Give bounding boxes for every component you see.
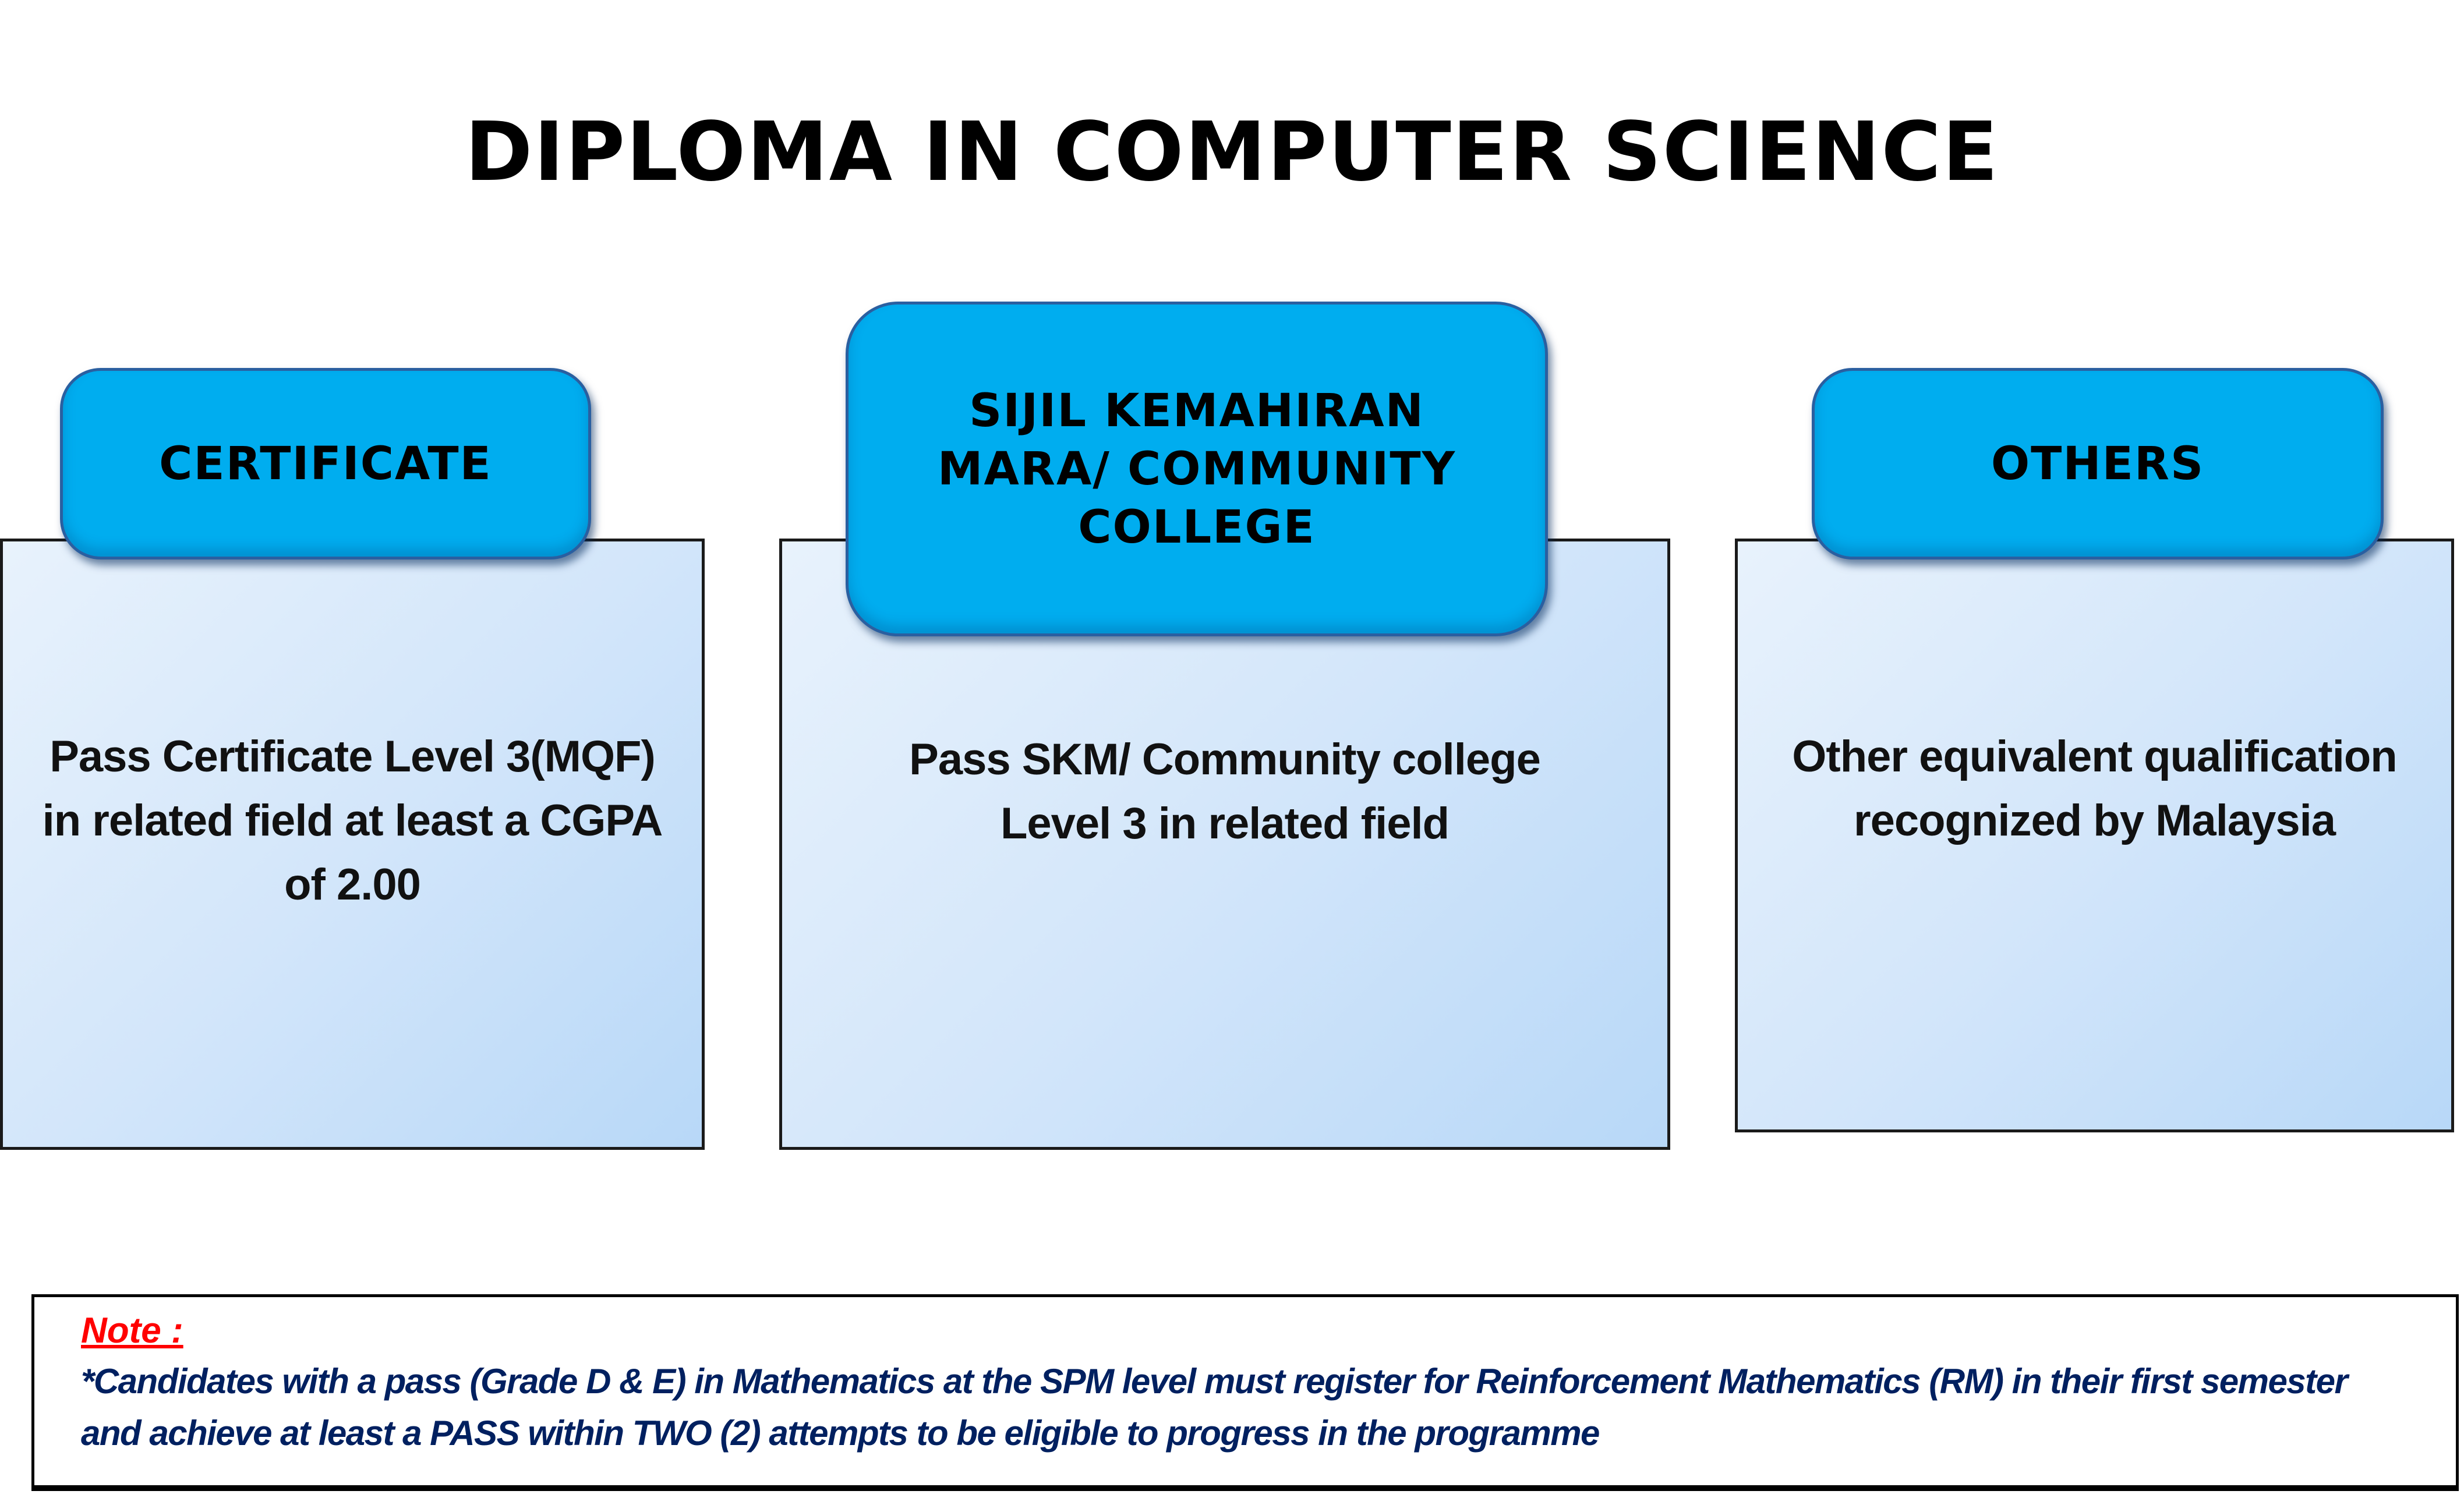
others-panel: Other equivalent qualification recognize… xyxy=(1735,539,2454,1132)
certificate-requirement: Pass Certificate Level 3(MQF) in related… xyxy=(42,732,663,909)
skm-requirement: Pass SKM/ Community college Level 3 in r… xyxy=(909,735,1541,848)
others-requirement: Other equivalent qualification recognize… xyxy=(1792,732,2397,845)
note-text: *Candidates with a pass (Grade D & E) in… xyxy=(81,1362,2348,1453)
skm-panel: Pass SKM/ Community college Level 3 in r… xyxy=(779,539,1670,1150)
note-box: Note : *Candidates with a pass (Grade D … xyxy=(31,1294,2459,1491)
page-title: DIPLOMA IN COMPUTER SCIENCE xyxy=(465,105,1999,200)
certificate-panel: Pass Certificate Level 3(MQF) in related… xyxy=(0,539,705,1150)
certificate-header: CERTIFICATE xyxy=(60,368,591,559)
others-header-label: OTHERS xyxy=(1991,437,2205,490)
note-label: Note : xyxy=(81,1311,183,1351)
certificate-header-label: CERTIFICATE xyxy=(159,437,492,490)
others-header: OTHERS xyxy=(1812,368,2384,559)
skm-header: SIJIL KEMAHIRAN MARA/ COMMUNITY COLLEGE xyxy=(846,302,1548,636)
skm-header-label: SIJIL KEMAHIRAN MARA/ COMMUNITY COLLEGE xyxy=(937,384,1457,554)
